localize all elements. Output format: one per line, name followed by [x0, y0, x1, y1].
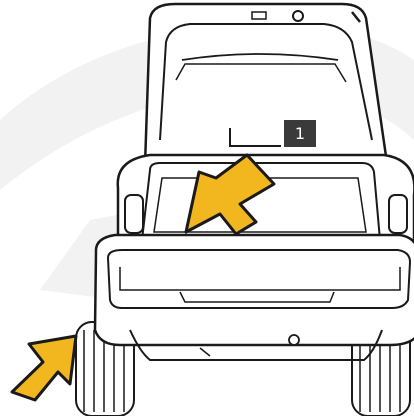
callout-number-1: 1	[281, 117, 319, 150]
open-tailgate	[145, 4, 388, 170]
arrow-bumper-icon	[12, 336, 76, 400]
